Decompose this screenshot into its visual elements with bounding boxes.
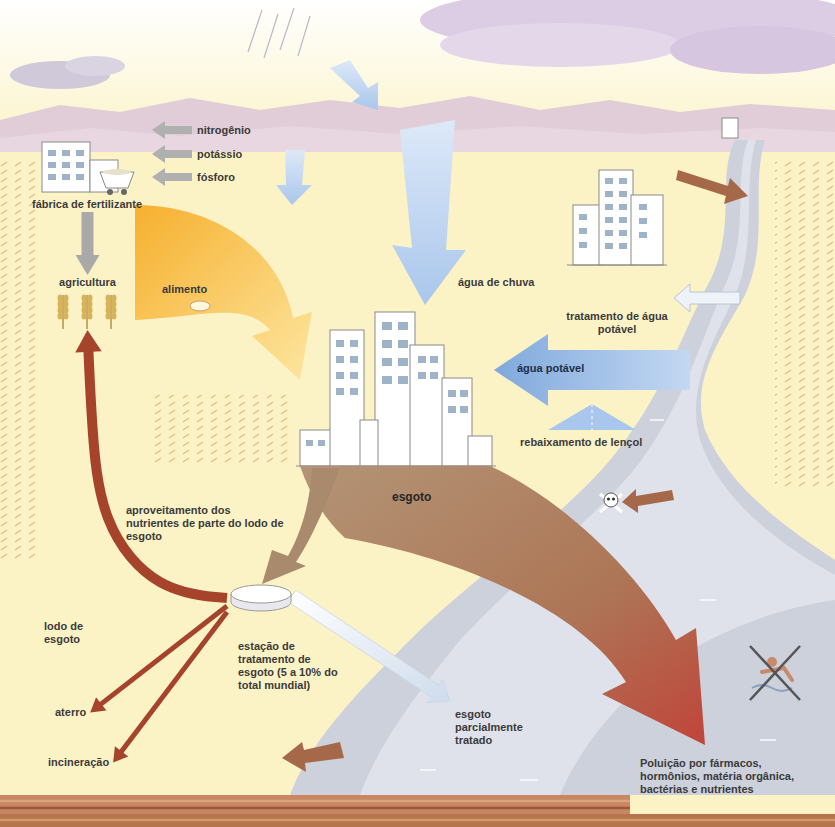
node-label: fábrica de fertilizante: [22, 198, 152, 211]
connector-line: [120, 612, 227, 754]
flow-connector: [75, 330, 227, 598]
destination-node: aterro: [55, 706, 86, 719]
flow-connector: [90, 606, 227, 712]
plant-icon: [563, 150, 671, 310]
factory-node: fábrica de fertilizante: [22, 136, 152, 211]
no-swimming-symbol: [750, 646, 800, 700]
node-label: estação de tratamento de esgoto (5 a 10%…: [228, 640, 340, 692]
flow-connector: [113, 612, 227, 762]
flow-label: lodo de esgoto: [44, 620, 104, 646]
flow-label: potássio: [197, 148, 242, 161]
node-label: agricultura: [45, 276, 130, 289]
disc-icon: [228, 582, 340, 640]
flow-label: fósforo: [197, 171, 235, 184]
treatment-plant-node: tratamento de água potável: [563, 150, 671, 336]
destination-node: incineração: [48, 756, 109, 769]
flow-connector: [76, 212, 100, 275]
connector-line: [88, 348, 227, 598]
connector-line: [82, 212, 94, 259]
agriculture-node: agricultura: [45, 276, 130, 329]
node-label: tratamento de água potável: [563, 310, 671, 336]
node-label: incineração: [48, 756, 109, 769]
arrow-head: [113, 746, 128, 762]
arrow-head: [76, 255, 100, 275]
edge-label: aproveitamento dos nutrientes de parte d…: [126, 504, 286, 543]
node-label: aterro: [55, 706, 86, 719]
flow-label: nitrogênio: [197, 124, 251, 137]
flow-label: rebaixamento de lençol: [520, 436, 642, 449]
flow-label: Poluição por fármacos, hormônios, matéri…: [640, 757, 818, 796]
flow-label: água de chuva: [458, 276, 534, 289]
factory-icon: [22, 136, 152, 198]
flow-label: esgoto: [392, 490, 431, 504]
wheat-icon: [45, 289, 130, 329]
flow-label: alimento: [162, 283, 207, 296]
arrow-head: [90, 697, 106, 712]
skull-symbol: [600, 493, 622, 512]
flow-label: esgoto parcialmente tratado: [455, 708, 537, 747]
arrow-head: [75, 330, 101, 353]
connector-line: [99, 606, 227, 706]
sewage-station-node: estação de tratamento de esgoto (5 a 10%…: [228, 582, 340, 692]
flow-label: água potável: [517, 362, 584, 375]
